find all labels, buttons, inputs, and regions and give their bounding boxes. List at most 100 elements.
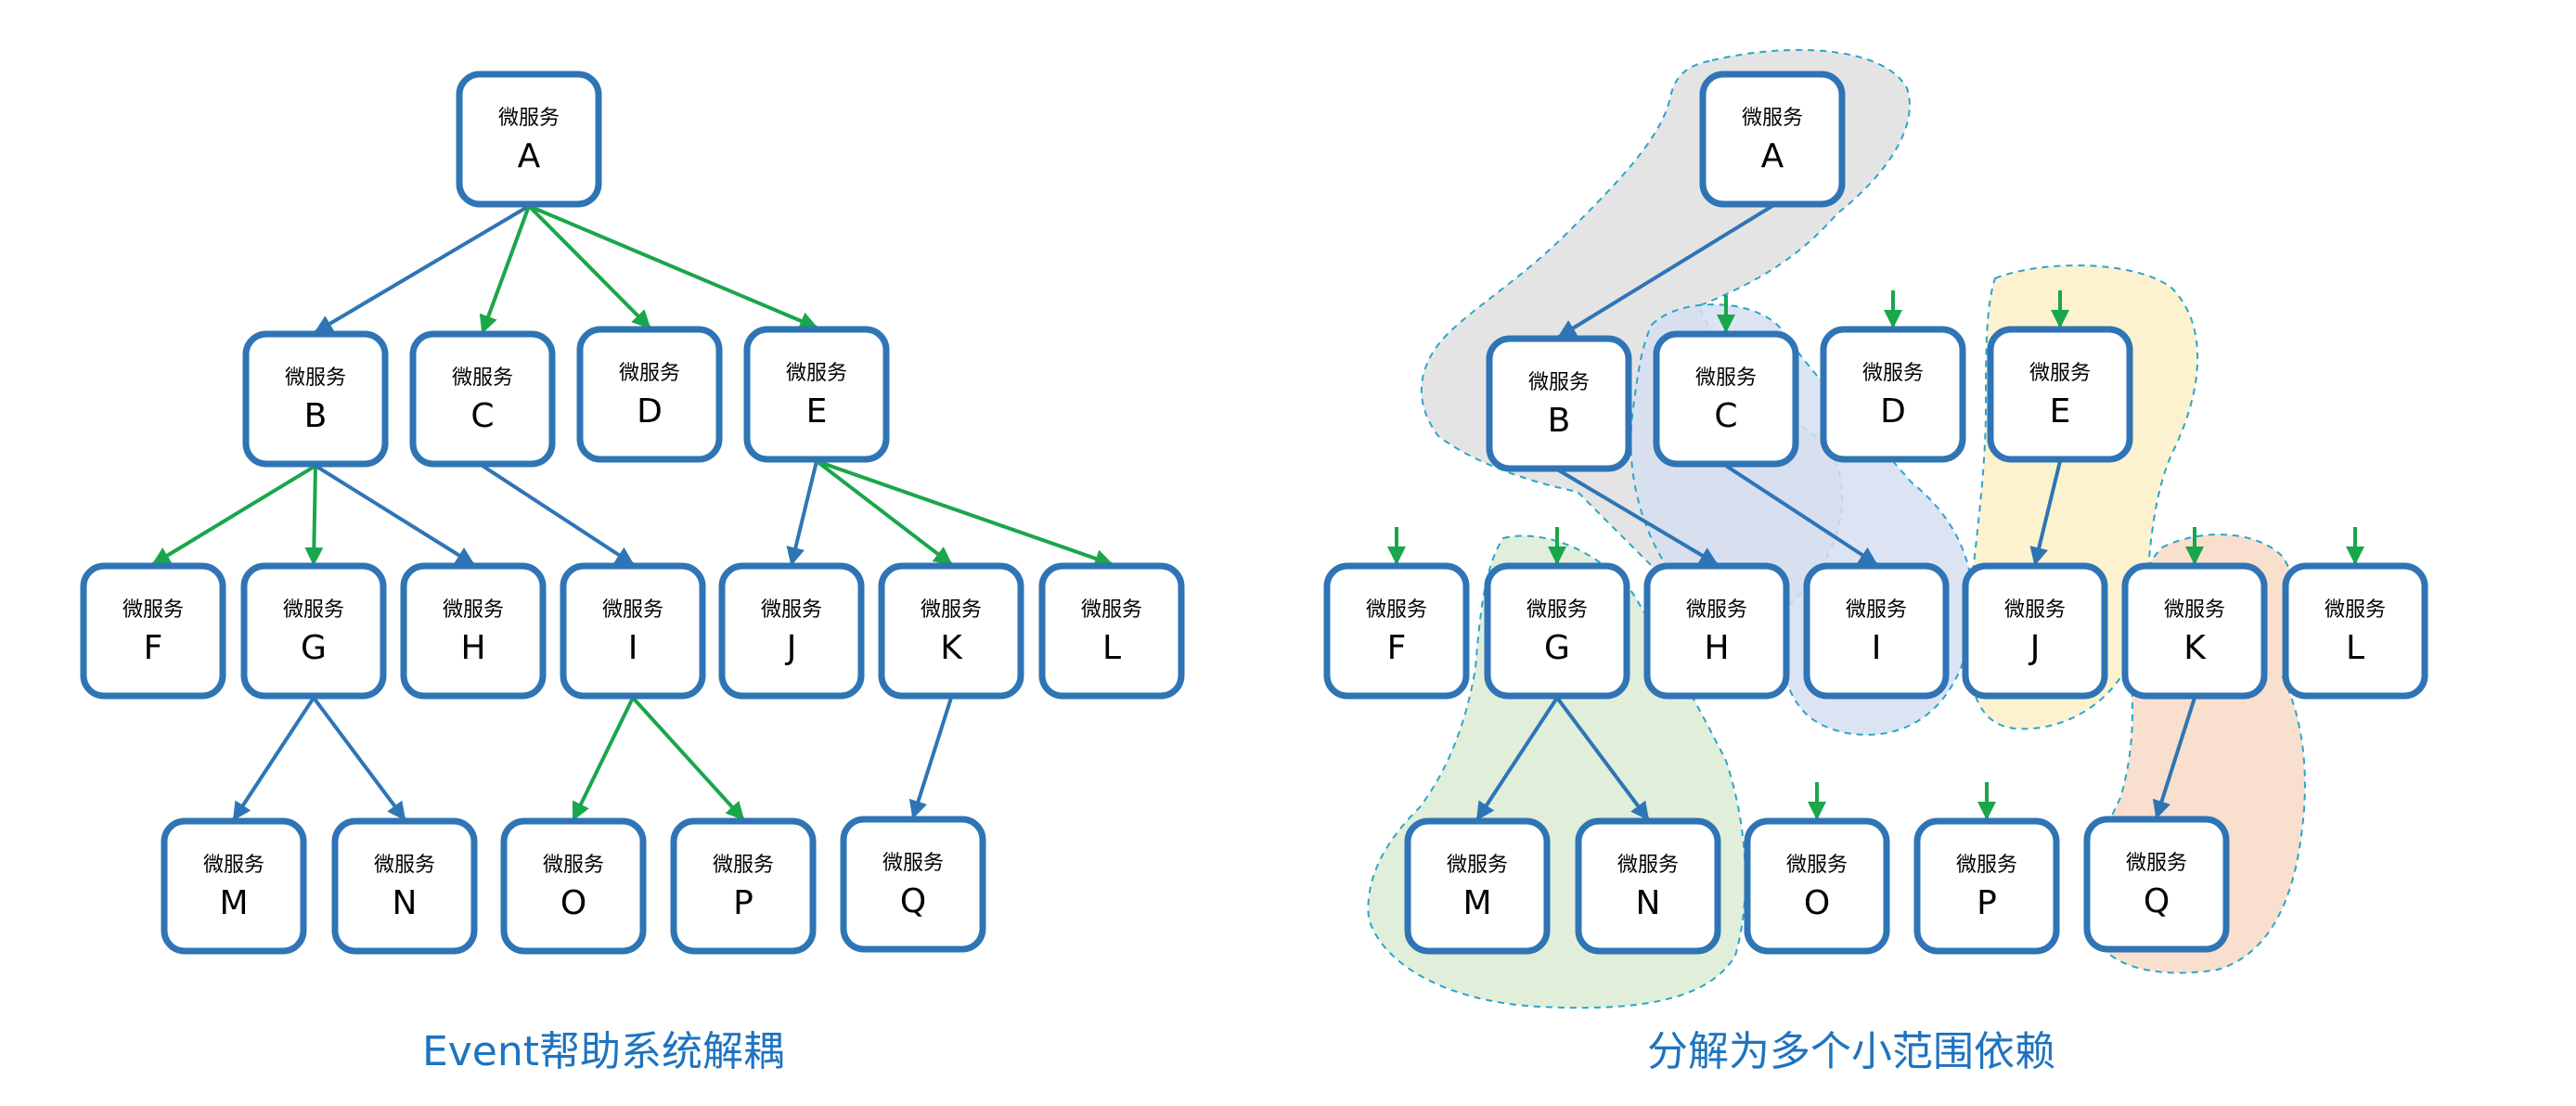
node-subtitle: 微服务 xyxy=(761,598,822,622)
node-box xyxy=(743,326,890,463)
node-box xyxy=(500,817,647,955)
node-subtitle: 微服务 xyxy=(2029,362,2091,385)
node-subtitle: 微服务 xyxy=(1742,107,1803,130)
node-box xyxy=(456,71,602,208)
node-subtitle: 微服务 xyxy=(713,854,774,877)
right-edge-b-h xyxy=(1557,469,1719,566)
node-letter: G xyxy=(301,629,327,667)
node-letter: J xyxy=(785,629,797,667)
node-box xyxy=(1913,817,2060,955)
left-edges xyxy=(151,204,1114,821)
node-subtitle: 微服务 xyxy=(619,362,680,385)
node-subtitle: 微服务 xyxy=(122,598,184,622)
node-letter: C xyxy=(470,397,494,435)
node-letter: J xyxy=(2029,629,2041,667)
node-subtitle: 微服务 xyxy=(443,598,504,622)
node-subtitle: 微服务 xyxy=(786,362,847,385)
node-letter: A xyxy=(518,137,541,175)
node-letter: F xyxy=(1387,629,1407,667)
node-letter: M xyxy=(1462,884,1491,922)
node-box xyxy=(240,562,387,700)
node-box xyxy=(161,817,307,955)
right-node-o: 微服务 O xyxy=(1744,817,1890,955)
left-edge-k-q xyxy=(908,697,953,819)
node-box xyxy=(2282,562,2428,700)
node-subtitle: 微服务 xyxy=(2164,598,2225,622)
left-edge-a-b xyxy=(314,204,531,334)
node-letter: B xyxy=(304,397,328,435)
node-box xyxy=(1962,562,2108,700)
node-letter: L xyxy=(1102,629,1121,667)
node-subtitle: 微服务 xyxy=(498,107,560,130)
left-edge-a-e xyxy=(528,204,818,330)
left-edge-g-m xyxy=(232,696,316,821)
right-diagram: 微服务A微服务B微服务C微服务D微服务E微服务F微服务G微服务H微服务I微服务J… xyxy=(1323,48,2428,1075)
node-subtitle: 微服务 xyxy=(1695,367,1757,390)
node-letter: F xyxy=(144,629,163,667)
right-caption: 分解为多个小范围依赖 xyxy=(1647,1028,2055,1075)
left-edge-g-n xyxy=(312,696,406,821)
node-subtitle: 微服务 xyxy=(1617,854,1679,877)
left-edge-e-k xyxy=(815,459,953,566)
node-box xyxy=(1038,562,1185,700)
node-letter: P xyxy=(1977,884,1997,922)
node-box xyxy=(1803,562,1950,700)
node-subtitle: 微服务 xyxy=(374,854,435,877)
node-box xyxy=(1484,562,1630,700)
node-subtitle: 微服务 xyxy=(1862,362,1924,385)
node-box xyxy=(242,330,389,468)
right-node-h: 微服务 H xyxy=(1643,562,1790,700)
node-box xyxy=(1323,562,1470,700)
node-box xyxy=(670,817,817,955)
left-edge-a-c xyxy=(479,205,531,334)
node-letter: K xyxy=(2183,629,2207,667)
node-box xyxy=(2083,816,2230,953)
node-box xyxy=(331,817,478,955)
node-subtitle: 微服务 xyxy=(1786,854,1848,877)
right-nodes: 微服务A微服务B微服务C微服务D微服务E微服务F微服务G微服务H微服务I微服务J… xyxy=(1323,71,2428,955)
node-letter: D xyxy=(637,392,663,431)
node-letter: O xyxy=(1804,884,1830,922)
node-letter: D xyxy=(1880,392,1906,431)
node-subtitle: 微服务 xyxy=(1686,598,1747,622)
right-node-d: 微服务 D xyxy=(1820,326,1966,463)
node-letter: Q xyxy=(2144,882,2170,920)
node-box xyxy=(560,562,706,700)
node-subtitle: 微服务 xyxy=(1366,598,1427,622)
node-letter: O xyxy=(560,884,586,922)
node-subtitle: 微服务 xyxy=(882,852,944,875)
right-edges xyxy=(1475,204,2196,821)
node-letter: I xyxy=(1872,629,1882,667)
node-box xyxy=(840,816,986,953)
right-event-arrows xyxy=(1387,290,2364,820)
node-letter: A xyxy=(1761,137,1784,175)
node-subtitle: 微服务 xyxy=(1846,598,1907,622)
node-letter: G xyxy=(1544,629,1570,667)
left-node-f: 微服务 F xyxy=(80,562,226,700)
left-node-n: 微服务 N xyxy=(331,817,478,955)
node-letter: Q xyxy=(900,882,926,920)
right-node-i: 微服务 I xyxy=(1803,562,1950,700)
node-subtitle: 微服务 xyxy=(2325,598,2386,622)
left-edge-i-o xyxy=(572,697,635,821)
left-node-h: 微服务 H xyxy=(400,562,547,700)
right-edge-a-b xyxy=(1557,204,1774,339)
right-node-f: 微服务 F xyxy=(1323,562,1470,700)
node-box xyxy=(80,562,226,700)
node-letter: H xyxy=(1704,629,1729,667)
node-letter: N xyxy=(393,884,418,922)
right-edge-e-j xyxy=(2029,460,2062,566)
right-edge-k-q xyxy=(2152,697,2196,819)
node-letter: H xyxy=(460,629,485,667)
left-caption: Event帮助系统解耦 xyxy=(422,1028,784,1075)
node-letter: E xyxy=(2050,392,2071,431)
